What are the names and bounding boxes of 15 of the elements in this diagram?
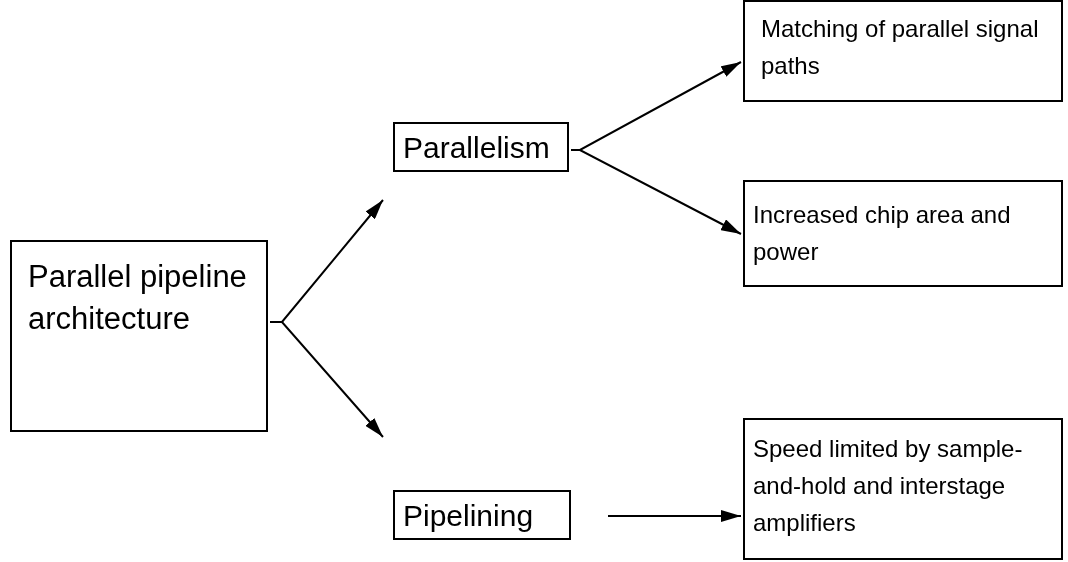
- box-text: Parallelism: [403, 130, 551, 166]
- arrow: [607, 510, 742, 522]
- process-box: [393, 490, 571, 540]
- process-box: [393, 122, 569, 172]
- process-box: [10, 240, 268, 432]
- arrow: [269, 321, 384, 438]
- arrow: [570, 149, 742, 235]
- box-text: Speed limited by sample-and-hold and interstage amplifiers: [753, 434, 1024, 539]
- box-text: Matching of parallel signal paths: [761, 14, 1040, 82]
- box-text: Increased chip area and power: [753, 200, 1012, 268]
- box-text: Pipelining: [403, 498, 535, 534]
- process-box: [743, 0, 1063, 102]
- box-text: Parallel pipeline architecture: [28, 258, 248, 338]
- process-box: [743, 418, 1063, 560]
- process-box: [743, 180, 1063, 287]
